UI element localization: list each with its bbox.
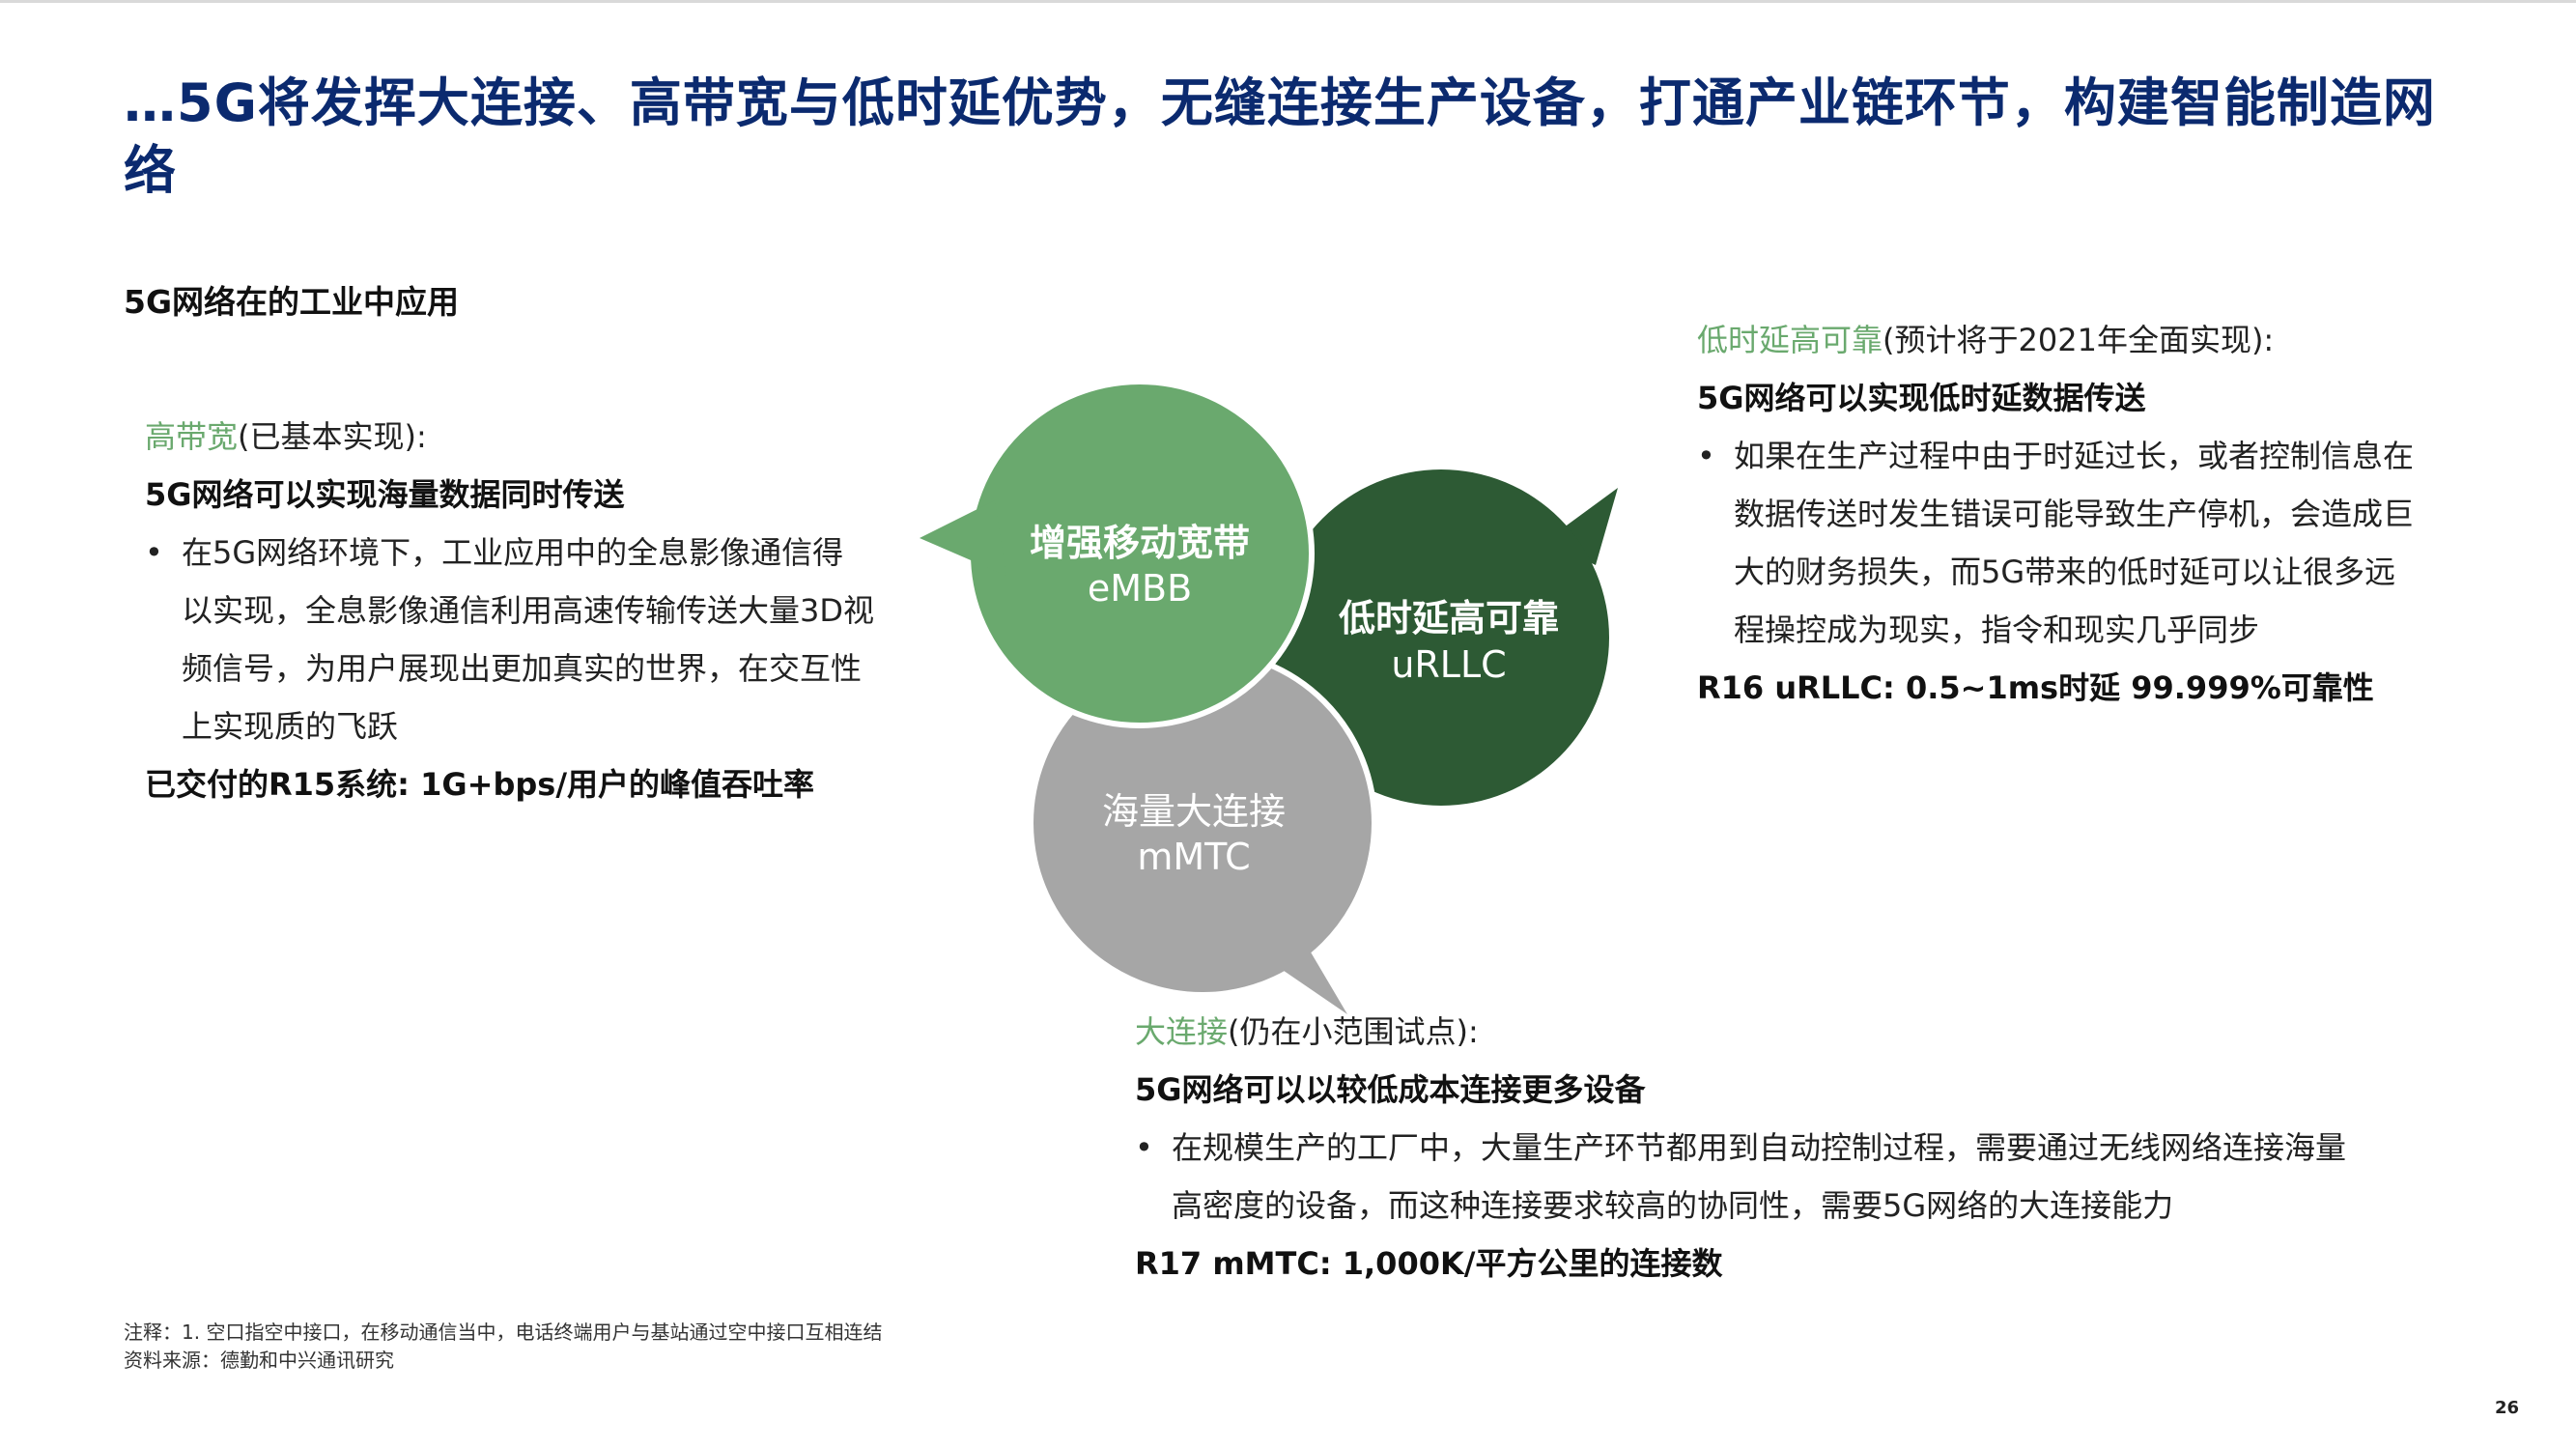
mmtc-name: 海量大连接 <box>1102 790 1286 833</box>
section-subtitle: 5G网络在的工业中应用 <box>124 283 460 321</box>
urllc-text-block: 低时延高可靠(预计将于2021年全面实现): 5G网络可以实现低时延数据传送 •… <box>1697 311 2499 717</box>
footnote-source: 资料来源：德勤和中兴通讯研究 <box>124 1349 394 1372</box>
page-title: …5G将发挥大连接、高带宽与低时延优势，无缝连接生产设备，打通产业链环节，构建智… <box>124 72 2436 201</box>
urllc-code: uRLLC <box>1391 643 1506 686</box>
embb-code: eMBB <box>1088 567 1192 610</box>
embb-text-block: 高带宽(已基本实现): 5G网络可以实现海量数据同时传送 • 在5G网络环境下，… <box>145 408 918 813</box>
embb-footer: 已交付的R15系统: 1G+bps/用户的峰值吞吐率 <box>145 766 815 803</box>
footnote: 注释：1. 空口指空中接口，在移动通信当中，电话终端用户与基站通过空中接口互相连… <box>124 1319 882 1375</box>
mmtc-bullet: • 在规模生产的工厂中，大量生产环节都用到自动控制过程，需要通过无线网络连接海量… <box>1135 1119 2487 1235</box>
mmtc-lead: 5G网络可以以较低成本连接更多设备 <box>1135 1071 1646 1108</box>
mmtc-header-label: 大连接 <box>1135 1013 1229 1050</box>
mmtc-header-status: (仍在小范围试点): <box>1228 1013 1479 1050</box>
urllc-bullet-line-2: 数据传送时发生错误可能导致生产停机，会造成巨 <box>1734 496 2415 532</box>
embb-bullet-line-3: 频信号，为用户展现出更加真实的世界，在交互性 <box>182 650 863 687</box>
urllc-bullet-line-1: 如果在生产过程中由于时延过长，或者控制信息在 <box>1734 438 2415 474</box>
bullet-symbol: • <box>1697 438 1715 474</box>
embb-name: 增强移动宽带 <box>1030 522 1250 564</box>
urllc-lead: 5G网络可以实现低时延数据传送 <box>1697 380 2146 416</box>
urllc-footer: R16 uRLLC: 0.5~1ms时延 99.999%可靠性 <box>1697 669 2374 706</box>
footnote-note: 注释：1. 空口指空中接口，在移动通信当中，电话终端用户与基站通过空中接口互相连… <box>124 1321 883 1344</box>
mmtc-footer: R17 mMTC: 1,000K/平方公里的连接数 <box>1135 1245 1723 1282</box>
urllc-name: 低时延高可靠 <box>1339 597 1559 639</box>
urllc-header-label: 低时延高可靠 <box>1697 322 1883 358</box>
mmtc-text-block: 大连接(仍在小范围试点): 5G网络可以以较低成本连接更多设备 • 在规模生产的… <box>1135 1003 2487 1293</box>
embb-lead: 5G网络可以实现海量数据同时传送 <box>145 476 625 513</box>
urllc-bubble: 低时延高可靠 uRLLC <box>1273 469 1618 806</box>
embb-bullet-line-2: 以实现，全息影像通信利用高速传输传送大量3D视 <box>182 592 875 629</box>
embb-bullet: • 在5G网络环境下，工业应用中的全息影像通信得 以实现，全息影像通信利用高速传… <box>145 524 918 755</box>
mmtc-code: mMTC <box>1137 836 1250 878</box>
embb-header-status: (已基本实现): <box>238 418 427 455</box>
embb-bubble: 增强移动宽带 eMBB <box>917 379 1315 728</box>
urllc-bullet-line-4: 程操控成为现实，指令和现实几乎同步 <box>1734 611 2260 648</box>
embb-header-label: 高带宽 <box>145 418 239 455</box>
bullet-symbol: • <box>145 534 163 571</box>
mmtc-bullet-line-2: 高密度的设备，而这种连接要求较高的协同性，需要5G网络的大连接能力 <box>1172 1187 2174 1224</box>
page-number: 26 <box>2495 1398 2520 1418</box>
bullet-symbol: • <box>1135 1129 1153 1166</box>
embb-bullet-line-4: 上实现质的飞跃 <box>182 708 399 745</box>
urllc-bullet-line-3: 大的财务损失，而5G带来的低时延可以让很多远 <box>1734 554 2396 590</box>
urllc-header-status: (预计将于2021年全面实现): <box>1882 322 2275 358</box>
embb-bullet-line-1: 在5G网络环境下，工业应用中的全息影像通信得 <box>182 534 844 571</box>
mmtc-bullet-line-1: 在规模生产的工厂中，大量生产环节都用到自动控制过程，需要通过无线网络连接海量 <box>1172 1129 2347 1166</box>
top-divider <box>0 0 2576 3</box>
urllc-bullet: • 如果在生产过程中由于时延过长，或者控制信息在 数据传送时发生错误可能导致生产… <box>1697 427 2499 659</box>
